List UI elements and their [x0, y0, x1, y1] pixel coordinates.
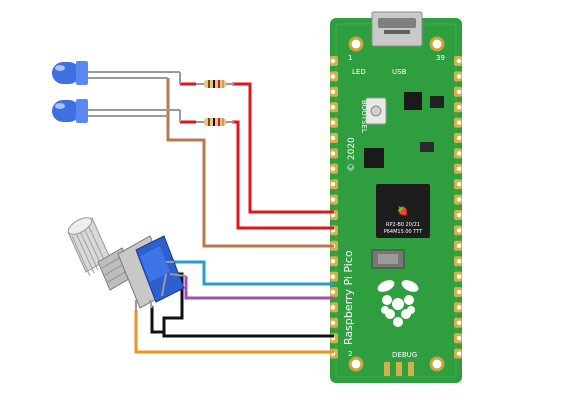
copyright-label: © 2020 — [347, 137, 357, 172]
pin-hole-left — [330, 259, 336, 264]
wire-orange — [134, 310, 334, 354]
pin-hole-right — [456, 74, 462, 79]
pin-hole-right — [456, 320, 462, 325]
pin-hole-right — [456, 351, 462, 356]
chip-line-2: P64M15.00 TTT — [384, 229, 424, 235]
pin-pads-right — [454, 56, 462, 359]
usb-label: USB — [392, 68, 407, 76]
pin-hole-right — [456, 197, 462, 202]
pin-hole-right — [456, 336, 462, 341]
pin-hole-left — [330, 320, 336, 325]
led-label: LED — [352, 68, 366, 76]
pin-hole-right — [456, 274, 462, 279]
svg-text:🍓: 🍓 — [397, 205, 408, 217]
rp2040-chip: 🍓 RP2-B0 20/21 P64M15.00 TTT — [376, 184, 430, 238]
pin-hole-left — [330, 120, 336, 125]
pin-hole-left — [330, 182, 336, 187]
led-upper — [52, 61, 180, 85]
wire-black — [162, 272, 334, 338]
pin1-label: 1 — [348, 54, 352, 62]
chip-line-1: RP2-B0 20/21 — [386, 222, 420, 228]
regulator-chip — [404, 92, 422, 110]
pin-hole-right — [456, 135, 462, 141]
pin-hole-left — [330, 274, 336, 279]
pin-hole-left — [330, 105, 336, 110]
resistor-lower — [196, 118, 234, 126]
pin-hole-left — [330, 289, 336, 295]
pin-hole-right — [456, 58, 462, 64]
wire-purple — [184, 276, 334, 300]
wire-red-upper — [232, 82, 334, 214]
wire-red-lower — [232, 120, 334, 230]
resistor-upper — [196, 80, 234, 88]
pin-hole-right — [456, 259, 462, 264]
rotary-encoder — [67, 217, 187, 312]
pin-hole-left — [330, 151, 336, 156]
pin-hole-right — [456, 105, 462, 110]
pin2-label: 2 — [348, 350, 352, 358]
pin-hole-right — [456, 182, 462, 187]
pin-hole-left — [330, 166, 336, 171]
board-name-label: Raspberry Pi Pico — [342, 250, 355, 345]
pin-hole-right — [456, 166, 462, 171]
wire-brown-gnd — [166, 78, 334, 248]
pin-hole-right — [456, 89, 462, 95]
pin-hole-right — [456, 228, 462, 233]
pin-hole-left — [330, 135, 336, 141]
pin-hole-right — [456, 151, 462, 156]
usb-connector — [371, 11, 423, 47]
pin-pads-left — [330, 56, 338, 359]
pin-hole-left — [330, 58, 336, 64]
pin-hole-right — [456, 120, 462, 125]
raspberry-logo-icon — [377, 280, 419, 327]
pin-hole-right — [456, 243, 462, 248]
pin-hole-left — [330, 197, 336, 202]
led-lower — [52, 99, 180, 123]
pin-hole-left — [330, 89, 336, 95]
bootsel-label: BOOTSEL — [360, 100, 368, 133]
pin-hole-right — [456, 305, 462, 310]
raspberry-pi-pico-board: 🍓 RP2-B0 20/21 P64M15.00 TTT 1 39 LED US… — [330, 11, 462, 383]
debug-label: DEBUG — [392, 351, 417, 359]
pin-hole-right — [456, 212, 462, 218]
pin-hole-left — [330, 305, 336, 310]
pin-hole-left — [330, 212, 336, 218]
debug-pads — [384, 362, 414, 376]
mounting-holes — [348, 36, 445, 372]
wire-blue — [170, 260, 334, 286]
pin39-label: 39 — [436, 54, 445, 62]
pin-hole-right — [456, 289, 462, 295]
pin-hole-left — [330, 74, 336, 79]
bootsel-button — [365, 97, 387, 125]
